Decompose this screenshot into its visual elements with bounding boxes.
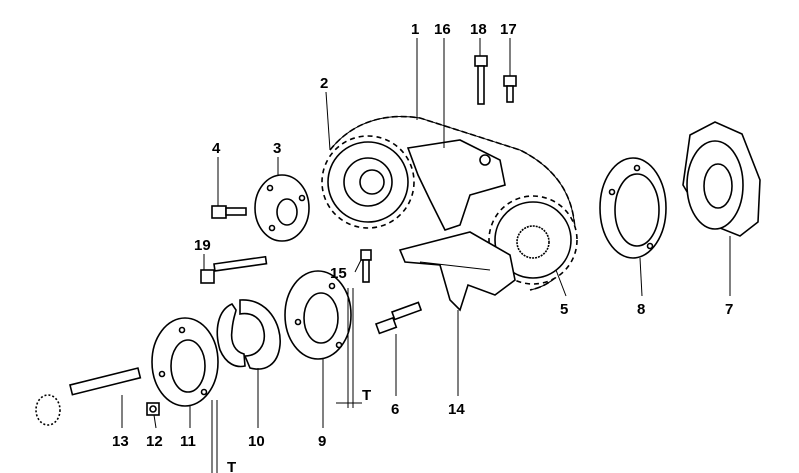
bolt-4	[211, 205, 247, 219]
callout-11: 11	[180, 433, 196, 450]
bolt-15	[360, 249, 372, 283]
split-ring	[216, 299, 281, 370]
callout-17: 17	[500, 21, 517, 38]
long-bolt	[200, 255, 268, 284]
ring-washer	[599, 157, 667, 259]
cover-housing	[682, 121, 761, 237]
thrust-disc	[284, 270, 352, 360]
bolt-18	[474, 55, 488, 105]
small-flange-plate	[254, 174, 310, 242]
callout-12: 12	[146, 433, 163, 450]
callout-9: 9	[318, 433, 326, 450]
tensioner-rail	[406, 139, 506, 231]
callout-7: 7	[725, 301, 733, 318]
nut-12	[146, 402, 160, 416]
stud-6	[374, 301, 423, 335]
callout-3: 3	[273, 140, 281, 157]
drive-shaft	[35, 367, 142, 426]
callout-labels: 1 2 3 4 5 6 7 8 9 10 11 12 13 14 15 16 1…	[112, 21, 733, 473]
leader-lines	[121, 38, 731, 473]
callout-6: 6	[391, 401, 399, 418]
callout-18: 18	[470, 21, 487, 38]
callout-16: 16	[434, 21, 451, 38]
dimension-t-lower: T	[227, 459, 236, 473]
bolt-17	[503, 75, 517, 103]
callout-2: 2	[320, 75, 328, 92]
callout-15: 15	[330, 265, 347, 282]
callout-13: 13	[112, 433, 129, 450]
callout-10: 10	[248, 433, 265, 450]
callout-19: 19	[194, 237, 211, 254]
callout-4: 4	[212, 140, 221, 157]
callout-8: 8	[637, 301, 645, 318]
dimension-t-upper: T	[362, 387, 371, 404]
callout-14: 14	[448, 401, 465, 418]
callout-1: 1	[411, 21, 419, 38]
upper-sprocket	[321, 135, 415, 229]
guide-rail	[398, 231, 516, 312]
bearing-flange	[151, 317, 219, 407]
callout-5: 5	[560, 301, 568, 318]
